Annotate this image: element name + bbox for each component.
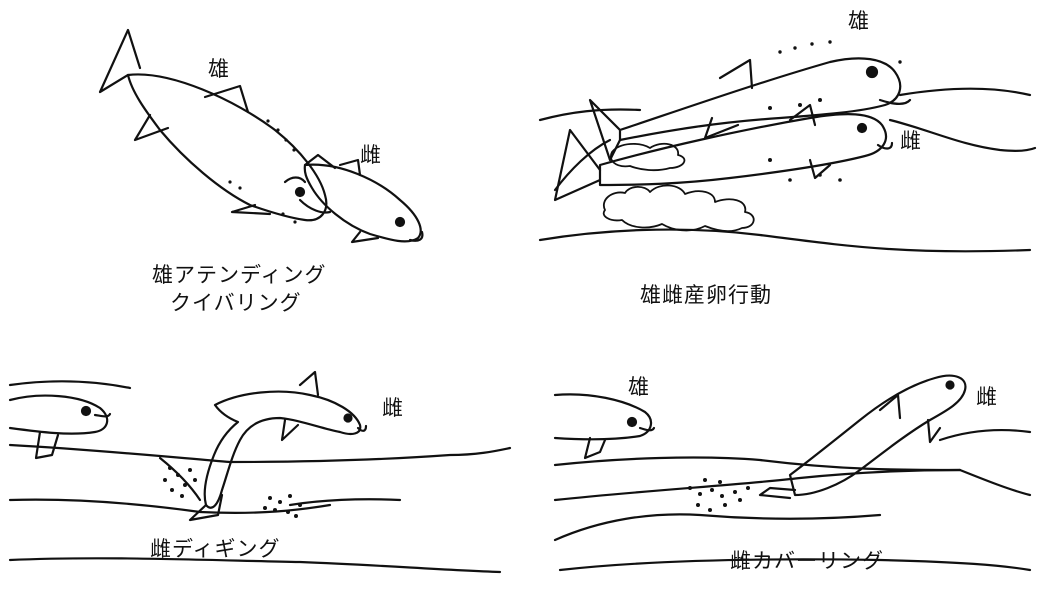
- female-fish-digging: [190, 372, 366, 520]
- caption-attending-line2: クイバリング: [170, 290, 302, 316]
- panel-spawning-drawing: [540, 40, 1035, 251]
- panel-attending-drawing: [100, 30, 422, 242]
- female-label-covering: 雌: [976, 384, 997, 410]
- male-fish-covering: [555, 394, 654, 458]
- female-fish-spawning: [555, 105, 892, 200]
- female-fish-covering: [760, 376, 965, 498]
- male-label-attending: 雄: [208, 56, 229, 82]
- female-label-attending: 雌: [360, 142, 381, 168]
- male-label-spawning: 雄: [848, 8, 869, 34]
- male-label-covering: 雄: [628, 374, 649, 400]
- caption-spawning: 雄雌産卵行動: [640, 282, 772, 308]
- panel-covering-drawing: [555, 376, 1030, 570]
- caption-digging: 雌ディギング: [150, 536, 281, 562]
- male-fish-spawning: [590, 40, 910, 160]
- female-label-spawning: 雌: [900, 128, 921, 154]
- female-label-digging: 雌: [382, 395, 403, 421]
- caption-covering: 雌カバーリング: [730, 548, 884, 574]
- caption-attending-line1: 雄アテンディング: [152, 262, 327, 288]
